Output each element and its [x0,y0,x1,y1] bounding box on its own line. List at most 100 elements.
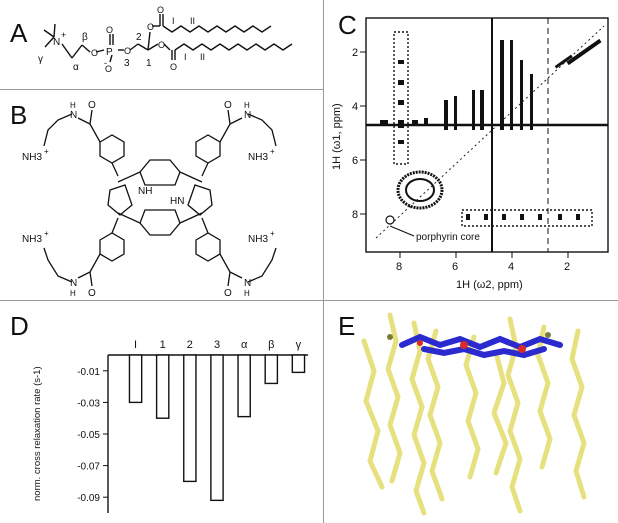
position-label: β [82,32,88,43]
atom-label: H [70,101,76,110]
porphyrin-core-peak [396,170,444,210]
divider-horizontal-bottom [0,300,618,301]
atom-label: P [106,47,113,58]
panel-letter-b: B [10,100,28,130]
atom-label: HN [170,196,184,207]
category-label: γ [296,339,302,351]
position-label: 2 [136,32,142,43]
panel-c: C [324,0,618,300]
y-tick-label: -0.05 [77,430,100,441]
divider-vertical [323,0,324,523]
bar [237,354,251,418]
charge-label: + [44,147,49,156]
porphyrin-core-peak [385,215,395,225]
atom-label: O [224,100,232,111]
bar [210,354,224,502]
atom-label: O [124,46,131,56]
panel-e: E [324,301,618,523]
atom-label: O [88,288,96,299]
panel-a: A [0,0,323,89]
atom-label: O [88,100,96,111]
annotation-arrow [389,225,415,237]
diagonal-line [375,25,605,239]
y-axis-label: norm. cross relaxation rate (s-1) [32,366,43,501]
y-tick-label: -0.09 [77,493,100,504]
charge-label: + [270,147,275,156]
y-tick-label: -0.07 [77,462,100,473]
position-label: α [73,62,79,73]
atom-label: O [158,40,165,50]
atom-label: NH3 [248,152,268,163]
atom-label: N [244,278,251,289]
porphyrin-core-peak [405,178,435,202]
atom-label: H [244,101,250,110]
atom-label: H [70,289,76,298]
atom-label: O [224,288,232,299]
position-label: γ [38,54,43,65]
bar [291,354,306,374]
relaxation-bar-chart: norm. cross relaxation rate (s-1) -0.01 -… [32,339,308,513]
x-tick-label: 2 [564,261,570,273]
panel-letter-c: C [338,10,357,40]
atom-label: O [170,62,177,72]
bar [128,354,143,404]
atom-label: O [91,48,98,58]
atom-label: O [105,64,112,74]
y-tick-label: 8 [352,209,358,221]
lipid-structure: N + γ α β P O O O O O O O O - 3 2 1 I II… [38,5,293,74]
category-label: 2 [187,339,193,351]
atom-label: O [147,22,154,32]
y-tick-label: -0.03 [77,398,100,409]
charge-label: + [270,229,275,238]
charge-label: - [104,58,107,68]
atom-label: NH3 [22,234,42,245]
position-label: 3 [124,58,130,69]
panel-letter-e: E [338,311,356,341]
panel-letter-a: A [10,18,28,48]
chain-label: II [190,16,195,26]
category-label: 3 [214,339,220,351]
noesy-spectrum: porphyrin core 2 4 6 8 8 6 4 2 1H (ω2, p… [331,17,609,291]
charge-label: + [61,30,66,40]
atom-label: H [244,289,250,298]
x-tick-label: 8 [396,261,402,273]
atom-label: N [70,110,77,121]
headgroups [387,332,551,340]
porphyrin-structure: NH HN NH3 + NH3 + NH3 + NH3 + O O O O N … [22,100,277,299]
x-tick-label: 6 [452,261,458,273]
crosspeak-box-vertical [393,31,409,165]
y-tick-label: -0.01 [77,367,100,378]
bar [155,354,170,419]
category-label: 1 [160,339,166,351]
category-label: α [241,339,248,351]
divider-horizontal-top [0,89,323,90]
chain-label: I [172,16,175,26]
crosspeak-box-horizontal [461,209,593,227]
atom-label: NH3 [248,234,268,245]
bar [183,354,197,483]
atom-label: NH [138,186,152,197]
charge-label: + [44,229,49,238]
panel-letter-d: D [10,311,29,341]
y-tick-label: 4 [352,101,358,113]
atom-label: N [70,278,77,289]
porphyrin-molecule [399,333,563,359]
annotation-label: porphyrin core [416,232,480,243]
y-tick-label: 2 [352,47,358,59]
category-label: β [268,339,274,351]
y-tick-label: 6 [352,155,358,167]
md-snapshot [361,312,587,516]
atom-label: O [157,5,164,15]
chain-label: I [184,52,187,62]
atom-label: N [244,110,251,121]
atom-label: N [53,37,60,48]
atom-label: NH3 [22,152,42,163]
y-axis-label: 1H (ω1, ppm) [331,103,343,170]
x-axis-label: 1H (ω2, ppm) [456,279,523,291]
oxygen-atoms [417,340,526,353]
crosspeaks [380,38,602,220]
panel-d: D norm. cross relaxation rate (s-1) -0.0… [0,301,323,523]
bar [264,354,279,385]
x-tick-label: 4 [508,261,514,273]
category-label: I [134,339,137,351]
